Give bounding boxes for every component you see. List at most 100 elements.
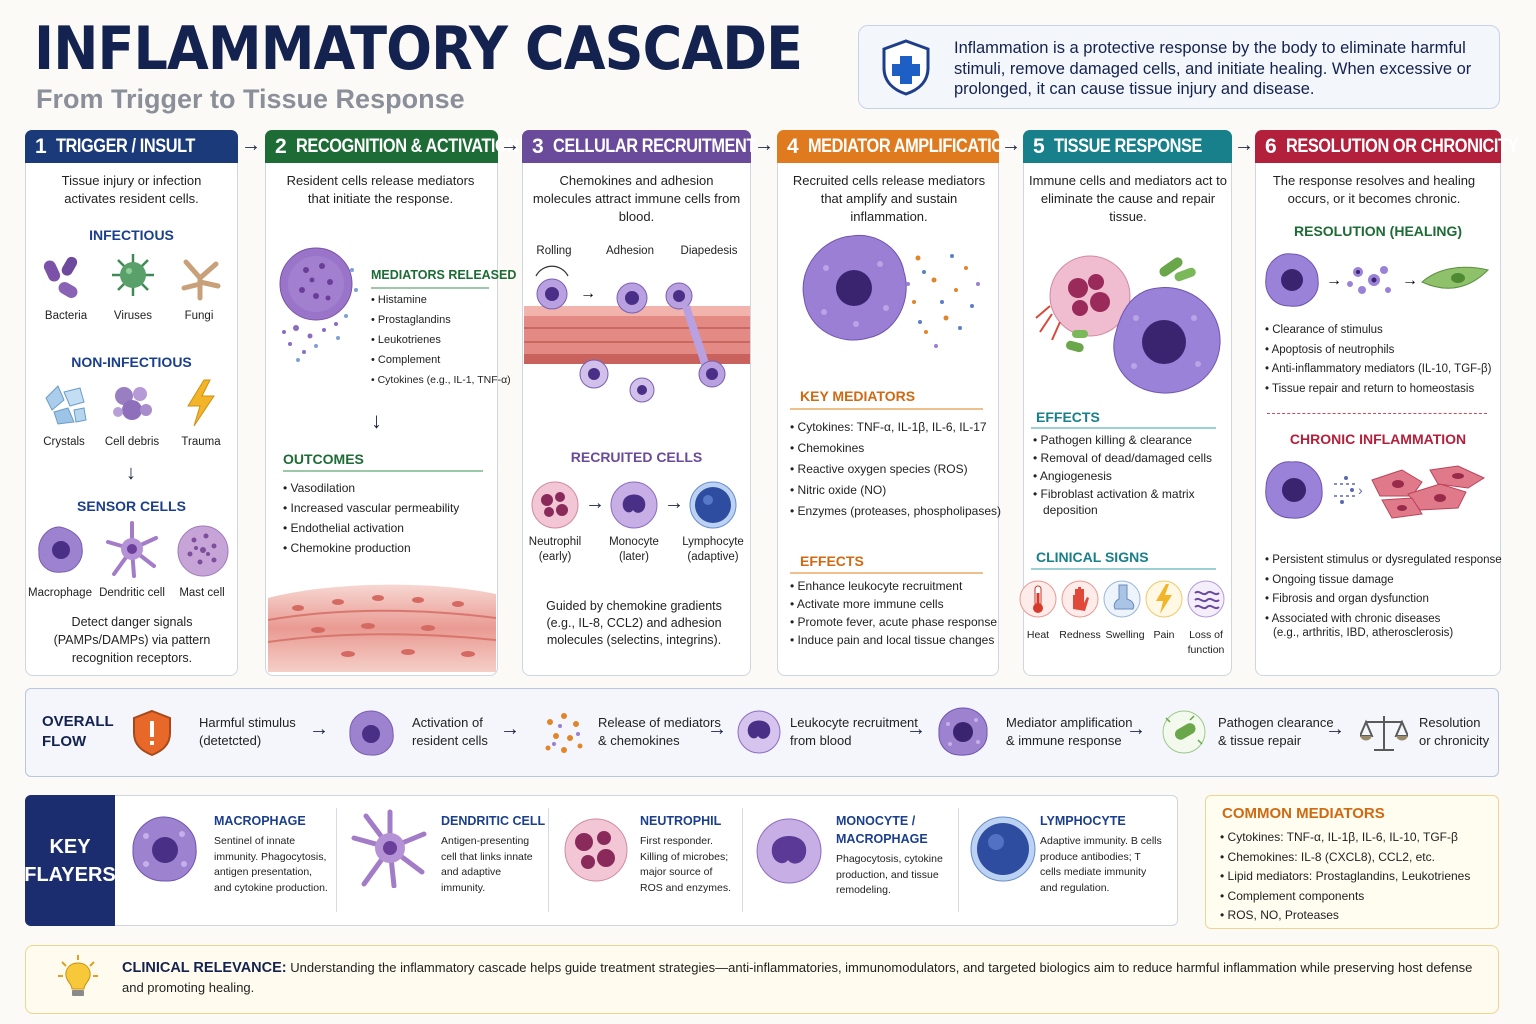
infectious-heading: INFECTIOUS (89, 227, 174, 243)
lymphocyte-name: LYMPHOCYTE (1040, 814, 1126, 828)
lymphocyte-icon (689, 481, 737, 529)
cell-debris-icon (113, 387, 152, 420)
outcome-item: Endothelial activation (283, 518, 459, 538)
key-mediators-heading: KEY MEDIATORS (800, 388, 916, 404)
leukocyte-icon (737, 710, 781, 754)
divider (283, 470, 483, 472)
stage-3-card (522, 130, 751, 676)
crystals-label: Crystals (43, 436, 85, 448)
effect-item: Activate more immune cells (790, 595, 997, 613)
monocyte-macrophage-icon (756, 818, 822, 884)
page-title: INFLAMMATORY CASCADE (34, 14, 803, 84)
key-mediator-item: Reactive oxygen species (ROS) (790, 459, 1001, 480)
arrow-right-icon: → (1001, 134, 1021, 156)
neutrophil-icon (531, 481, 579, 529)
bacteria-label: Bacteria (44, 310, 88, 322)
divider (548, 808, 549, 912)
crystals-icon (45, 385, 87, 425)
sensor-cells-heading: SENSOR CELLS (77, 498, 186, 514)
arrow-right-icon: → (707, 718, 727, 740)
mediator-item: Histamine (371, 290, 511, 310)
arrow-right-icon: → (309, 718, 329, 740)
balance-scale-icon (1360, 716, 1408, 751)
mediator-item: Complement (371, 350, 511, 370)
rolling-label: Rolling (536, 245, 572, 257)
outcome-item: Vasodilation (283, 478, 459, 498)
arrow-right-icon: → (585, 492, 605, 514)
effect-item-continued: deposition (1043, 503, 1098, 517)
clinical-relevance-panel (25, 945, 1499, 1014)
divider (790, 408, 983, 410)
adhesion-label: Adhesion (606, 245, 654, 257)
arrow-right-icon: → (754, 134, 774, 156)
trauma-label: Trauma (181, 436, 221, 448)
effect-item: Enhance leukocyte recruitment (790, 577, 997, 595)
warning-shield-icon (133, 709, 171, 757)
common-mediator-item: Lipid mediators: Prostaglandins, Leukotr… (1220, 867, 1471, 887)
bacteria-icon (43, 256, 78, 298)
mediators-dots-icon (545, 713, 583, 753)
common-mediator-item: Complement components (1220, 887, 1470, 907)
outcome-item: Increased vascular permeability (283, 498, 460, 518)
arrow-right-icon: → (500, 134, 520, 156)
fungi-label: Fungi (184, 310, 214, 322)
lymphocyte-icon (970, 816, 1036, 882)
key-mediators-list: Cytokines: TNF-α, IL-1β, IL-6, IL-17 Che… (790, 417, 1001, 522)
vessel-leukocyte-migration-illustration: → (524, 265, 750, 403)
chronic-item: Persistent stimulus or dysregulated resp… (1265, 551, 1501, 571)
effect-item: Promote fever, acute phase response (790, 613, 997, 631)
effect-item: Pathogen killing & clearance (1033, 431, 1212, 449)
neutrophil-desc: First responder. Killing of microbes; ma… (640, 835, 732, 894)
divider (790, 572, 983, 574)
clinical-relevance-text: CLINICAL RELEVANCE: Understanding the in… (122, 960, 1473, 995)
dendritic-cell-icon (106, 521, 158, 578)
stage-4-effects-heading: EFFECTS (800, 553, 864, 569)
noninfectious-heading: NON-INFECTIOUS (71, 354, 192, 370)
svg-text:→: → (580, 285, 596, 302)
resolution-item: Anti-inflammatory mediators (IL-10, TGF-… (1265, 360, 1492, 380)
stage-1-description: Tissue injury or infection activates res… (61, 173, 202, 206)
arrow-right-icon: → (1126, 718, 1146, 740)
immune-cell-killing-illustration (1035, 255, 1221, 394)
chronic-heading: CHRONIC INFLAMMATION (1289, 431, 1467, 447)
outcomes-list: Vasodilation Increased vascular permeabi… (283, 478, 460, 558)
swelling-foot-icon (1103, 580, 1141, 618)
chronic-list: Persistent stimulus or dysregulated resp… (1265, 551, 1502, 629)
svg-text:→: → (1326, 272, 1342, 289)
viruses-label: Viruses (113, 310, 153, 322)
key-mediator-item: Nitric oxide (NO) (790, 480, 1001, 501)
overall-flow-heading: OVERALL FLOW (42, 713, 114, 750)
macrophage-label: Macrophage (28, 587, 92, 599)
arrow-down-icon: ↓ (126, 462, 136, 484)
pain-label: Pain (1153, 629, 1175, 641)
mast-cell-icon (177, 525, 229, 577)
stage-4-effects-list: Enhance leukocyte recruitment Activate m… (790, 577, 997, 649)
resolution-healing-illustration: → → (1265, 253, 1489, 307)
dendritic-cell-icon (351, 809, 427, 888)
key-mediator-item: Enzymes (proteases, phospholipases) (790, 501, 1001, 522)
chemokine-gradients-text: Guided by chemokine gradients (e.g., IL-… (546, 599, 722, 647)
mediator-item: Leukotrienes (371, 330, 511, 350)
divider (958, 808, 959, 912)
mediator-item: Cytokines (e.g., IL-1, TNF-α) (371, 370, 511, 390)
divider (1031, 427, 1216, 429)
mast-cell-label: Mast cell (179, 587, 225, 599)
effect-item: Induce pain and local tissue changes (790, 631, 997, 649)
mast-cell-degranulating-icon (279, 247, 358, 362)
stage-5-description: Immune cells and mediators act to elimin… (1029, 173, 1227, 224)
mediators-released-heading: MEDIATORS RELEASED (371, 268, 517, 282)
stage-4-description: Recruited cells release mediators that a… (792, 173, 986, 224)
effect-item: Angiogenesis (1033, 467, 1212, 485)
recruited-cells-heading: RECRUITED CELLS (570, 449, 703, 465)
monocyte-label: Monocyte(later) (609, 536, 659, 563)
macrophage-name: MACROPHAGE (214, 814, 306, 828)
key-mediator-item: Cytokines: TNF-α, IL-1β, IL-6, IL-17 (790, 417, 1001, 438)
chronic-examples: (e.g., arthritis, IBD, atherosclerosis) (1273, 627, 1454, 639)
divider (336, 808, 337, 912)
effect-item: Removal of dead/damaged cells (1033, 449, 1212, 467)
arrow-right-icon: → (664, 492, 684, 514)
amplifying-macrophage-illustration (802, 234, 980, 348)
arrow-down-icon: ↓ (371, 408, 382, 433)
